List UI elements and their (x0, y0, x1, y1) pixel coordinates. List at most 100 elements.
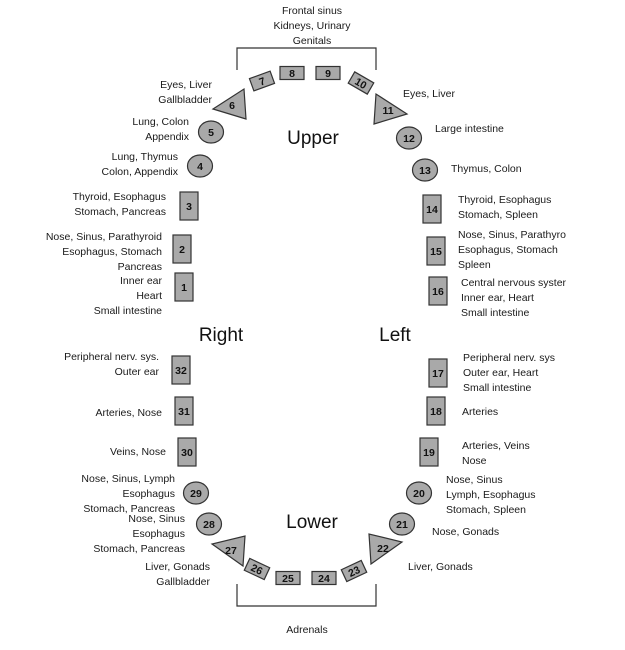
tooth-28-organ-label: Stomach, Pancreas (93, 543, 185, 555)
tooth-shape-15 (426, 236, 446, 266)
tooth-21-organ-label: Nose, Gonads (432, 526, 499, 538)
tooth-29-organ-label: Nose, Sinus, Lymph (81, 473, 175, 485)
tooth-number-20: 20 (413, 488, 425, 500)
tooth-number-26: 26 (249, 562, 265, 578)
tooth-5-organ-label: Lung, Colon (132, 116, 189, 128)
tooth-shape-28 (195, 512, 223, 536)
tooth-number-25: 25 (282, 573, 294, 585)
tooth-3-organ-label: Stomach, Pancreas (74, 206, 166, 218)
tooth-shape-22 (368, 533, 404, 566)
tooth-number-22: 22 (377, 543, 389, 555)
tooth-19-organ-label: Nose (462, 455, 487, 467)
tooth-shape-21 (388, 512, 416, 536)
tooth-shape-10 (347, 71, 375, 95)
tooth-27-organ-label: Gallbladder (156, 576, 210, 588)
tooth-number-4: 4 (197, 161, 203, 173)
tooth-26: 26 (243, 557, 271, 581)
tooth-shape-29 (182, 481, 210, 505)
top-label-line-1: Frontal sinus (282, 5, 342, 17)
tooth-32: 32 (171, 355, 191, 385)
tooth-shape-1 (174, 272, 194, 302)
tooth-17: 17 (428, 358, 448, 388)
tooth-shape-25 (275, 570, 301, 586)
tooth-11: 11 (373, 92, 409, 125)
tooth-13-organ-label: Thymus, Colon (451, 163, 522, 175)
tooth-number-3: 3 (186, 201, 192, 213)
tooth-6-organ-label: Gallbladder (158, 94, 212, 106)
tooth-shape-8 (279, 65, 305, 81)
tooth-16-organ-label: Central nervous syster (461, 277, 567, 289)
tooth-shape-3 (179, 191, 199, 221)
tooth-31-organ-label: Arteries, Nose (95, 407, 162, 419)
tooth-5-organ-label: Appendix (145, 131, 190, 143)
tooth-number-21: 21 (396, 519, 408, 531)
tooth-number-27: 27 (225, 545, 237, 557)
tooth-16-organ-label: Inner ear, Heart (461, 292, 534, 304)
tooth-21: 21 (388, 512, 416, 536)
tooth-shape-19 (419, 437, 439, 467)
tooth-1: 1 (174, 272, 194, 302)
tooth-shape-26 (243, 557, 271, 581)
tooth-17-organ-label: Outer ear, Heart (463, 367, 538, 379)
tooth-25: 25 (275, 570, 301, 586)
tooth-4: 4 (186, 154, 214, 178)
tooth-number-5: 5 (208, 127, 214, 139)
tooth-15-organ-label: Spleen (458, 259, 491, 271)
tooth-30: 30 (177, 437, 197, 467)
tooth-27: 27 (210, 535, 246, 568)
tooth-9: 9 (315, 65, 341, 81)
lower-label: Lower (286, 512, 338, 533)
tooth-16: 16 (428, 276, 448, 306)
tooth-number-13: 13 (419, 165, 431, 177)
tooth-7: 7 (248, 70, 276, 92)
tooth-20-organ-label: Nose, Sinus (446, 474, 503, 486)
tooth-3: 3 (179, 191, 199, 221)
tooth-4-organ-label: Lung, Thymus (112, 151, 178, 163)
tooth-5: 5 (197, 120, 225, 144)
tooth-number-30: 30 (181, 447, 193, 459)
tooth-shape-17 (428, 358, 448, 388)
tooth-8: 8 (279, 65, 305, 81)
tooth-shape-24 (311, 570, 337, 586)
tooth-15-organ-label: Esophagus, Stomach (458, 244, 558, 256)
tooth-number-14: 14 (426, 204, 438, 216)
tooth-number-2: 2 (179, 244, 185, 256)
tooth-number-12: 12 (403, 133, 415, 145)
tooth-20-organ-label: Stomach, Spleen (446, 504, 526, 516)
tooth-shape-9 (315, 65, 341, 81)
tooth-shape-16 (428, 276, 448, 306)
tooth-15: 15 (426, 236, 446, 266)
tooth-19-organ-label: Arteries, Veins (462, 440, 530, 452)
tooth-18-organ-label: Arteries (462, 406, 498, 418)
tooth-17-organ-label: Peripheral nerv. sys (463, 352, 555, 364)
tooth-28-organ-label: Nose, Sinus (128, 513, 185, 525)
tooth-1-organ-label: Heart (136, 290, 162, 302)
tooth-shape-4 (186, 154, 214, 178)
tooth-number-19: 19 (423, 447, 435, 459)
tooth-shape-18 (426, 396, 446, 426)
tooth-number-23: 23 (347, 564, 363, 580)
tooth-number-10: 10 (352, 76, 368, 92)
tooth-14-organ-label: Stomach, Spleen (458, 209, 538, 221)
top-bracket (236, 47, 377, 70)
tooth-2-organ-label: Nose, Sinus, Parathyroid (46, 231, 162, 243)
tooth-12-organ-label: Large intestine (435, 123, 504, 135)
tooth-shape-30 (177, 437, 197, 467)
tooth-2: 2 (172, 234, 192, 264)
bottom-label: Adrenals (286, 624, 327, 636)
tooth-10: 10 (347, 71, 375, 95)
tooth-shape-12 (395, 126, 423, 150)
tooth-number-11: 11 (382, 105, 393, 117)
tooth-13: 13 (411, 158, 439, 182)
tooth-2-organ-label: Pancreas (118, 261, 162, 273)
tooth-number-6: 6 (229, 100, 235, 112)
tooth-number-28: 28 (203, 519, 215, 531)
tooth-shape-13 (411, 158, 439, 182)
tooth-14: 14 (422, 194, 442, 224)
tooth-24: 24 (311, 570, 337, 586)
tooth-number-24: 24 (318, 573, 330, 585)
